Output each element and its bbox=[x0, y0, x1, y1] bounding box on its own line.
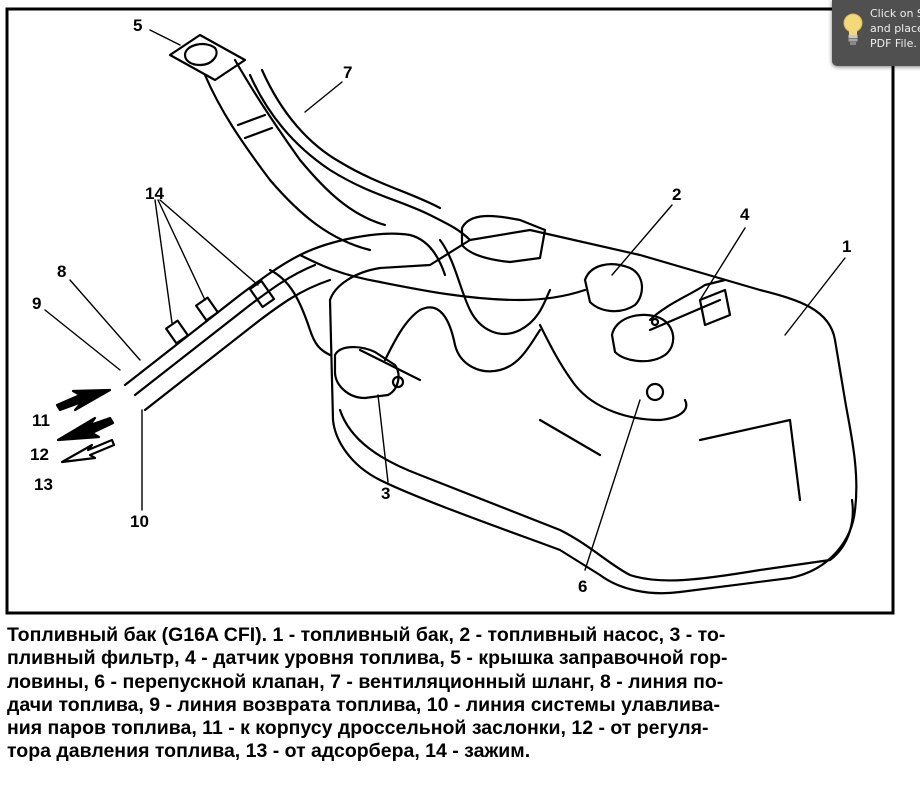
callout-6: 6 bbox=[578, 577, 588, 596]
leader-9 bbox=[44, 309, 121, 371]
leader-8 bbox=[69, 279, 141, 361]
tooltip-line: PDF File. bbox=[870, 37, 917, 50]
hose-to-pump bbox=[298, 253, 587, 302]
callout-1: 1 bbox=[842, 237, 852, 256]
caption-line: тора давления топлива, 13 - от адсорбера… bbox=[7, 740, 531, 763]
tank-seam bbox=[358, 298, 802, 502]
hose-to-filter bbox=[268, 268, 332, 357]
callout-7: 7 bbox=[343, 63, 353, 82]
tooltip-text: Click on S and place PDF File. bbox=[870, 6, 920, 51]
fuel-lines bbox=[123, 232, 447, 412]
leader-1 bbox=[784, 257, 846, 336]
filler-neck-clamp bbox=[236, 113, 274, 140]
caption-line: Топливный бак (G16A CFI). 1 - топливный … bbox=[7, 624, 726, 646]
caption-line: ния паров топлива, 11 - к корпусу дроссе… bbox=[7, 717, 709, 740]
arrow-12 bbox=[56, 416, 115, 442]
fuel-cap-knob bbox=[183, 42, 218, 67]
tooltip-line: and place bbox=[870, 22, 920, 35]
callout-3: 3 bbox=[381, 484, 391, 503]
callout-8: 8 bbox=[57, 262, 67, 281]
leader-6 bbox=[584, 399, 641, 571]
caption-line: ловины, 6 - перепускной клапан, 7 - вент… bbox=[7, 670, 724, 693]
leader-2 bbox=[611, 204, 673, 276]
callout-13: 13 bbox=[34, 475, 53, 494]
callout-9: 9 bbox=[32, 294, 42, 313]
callout-12: 12 bbox=[30, 445, 49, 464]
callout-2: 2 bbox=[672, 185, 682, 204]
callout-5: 5 bbox=[133, 16, 143, 35]
figure-frame bbox=[5, 7, 895, 615]
fuel-tank-outline bbox=[328, 228, 858, 595]
fuel-tank-diagram: 1 2 3 4 5 6 7 8 9 10 11 12 13 14 bbox=[5, 7, 895, 615]
leader-5 bbox=[149, 29, 181, 46]
figure-caption: Топливный бак (G16A CFI). 1 - топливный … bbox=[7, 624, 912, 764]
callout-10: 10 bbox=[130, 512, 149, 531]
leader-14c bbox=[159, 199, 259, 286]
fuel-filter bbox=[333, 346, 400, 400]
lightbulb-icon bbox=[843, 12, 863, 48]
fuel-filter-port bbox=[391, 375, 405, 389]
level-sender-stud bbox=[650, 317, 660, 327]
callout-4: 4 bbox=[740, 205, 750, 224]
evap-line bbox=[538, 323, 688, 422]
diagram-drawing bbox=[5, 7, 895, 615]
bypass-valve bbox=[645, 382, 665, 402]
callout-14: 14 bbox=[145, 184, 164, 203]
caption-line: пливный фильтр, 4 - датчик уровня топлив… bbox=[7, 647, 728, 670]
caption-line: дачи топлива, 9 - линия возврата топлива… bbox=[7, 693, 721, 716]
connector-block bbox=[698, 288, 732, 327]
arrow-11 bbox=[55, 388, 112, 412]
leader-7 bbox=[304, 81, 343, 113]
callout-11: 11 bbox=[32, 411, 50, 430]
filter-outlet-hose bbox=[383, 306, 542, 373]
arrow-13 bbox=[60, 438, 116, 464]
leader-4 bbox=[699, 227, 746, 301]
filler-neck bbox=[203, 58, 387, 252]
return-hose bbox=[438, 238, 552, 335]
level-sender-wire bbox=[648, 278, 727, 322]
clamp-2 bbox=[195, 296, 219, 322]
leader-14b bbox=[157, 199, 206, 301]
fuel-pump-flange bbox=[583, 263, 643, 313]
tooltip-line: Click on S bbox=[870, 7, 920, 20]
leader-3 bbox=[377, 394, 389, 483]
clamp-3 bbox=[248, 279, 276, 309]
tank-lower-flange bbox=[338, 408, 854, 582]
fuel-cap bbox=[168, 33, 247, 82]
fuel-level-sender bbox=[610, 313, 675, 363]
vent-hose bbox=[248, 68, 472, 242]
leader-14a bbox=[154, 199, 173, 324]
clamp-1 bbox=[165, 319, 189, 345]
pdf-tooltip[interactable]: Click on S and place PDF File. bbox=[832, 0, 920, 66]
evap-canister-block bbox=[460, 214, 547, 264]
